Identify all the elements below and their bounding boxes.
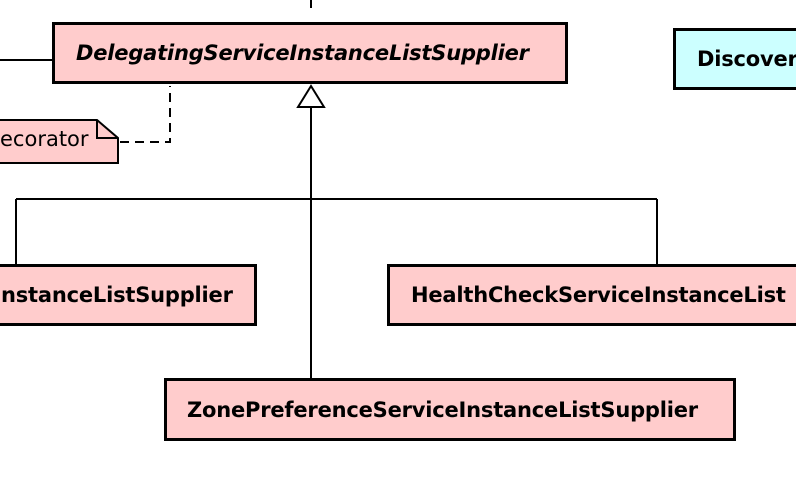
note-fold <box>96 120 118 139</box>
class-instance-list-supplier-partial[interactable]: nstanceListSupplier <box>0 264 257 326</box>
class-health-check-service-instance-list-supplier[interactable]: HealthCheckServiceInstanceList <box>387 264 796 326</box>
interface-discovery-partial[interactable]: Discover <box>673 28 796 90</box>
note-dashed-link <box>120 86 171 143</box>
note-shape <box>0 119 119 164</box>
note-text: ecorator <box>0 127 89 151</box>
class-zone-preference-service-instance-list-supplier[interactable]: ZonePreferenceServiceInstanceListSupplie… <box>164 378 736 441</box>
class-delegating-service-instance-list-supplier[interactable]: DelegatingServiceInstanceListSupplier <box>52 22 568 84</box>
inheritance-arrowhead <box>296 84 326 108</box>
